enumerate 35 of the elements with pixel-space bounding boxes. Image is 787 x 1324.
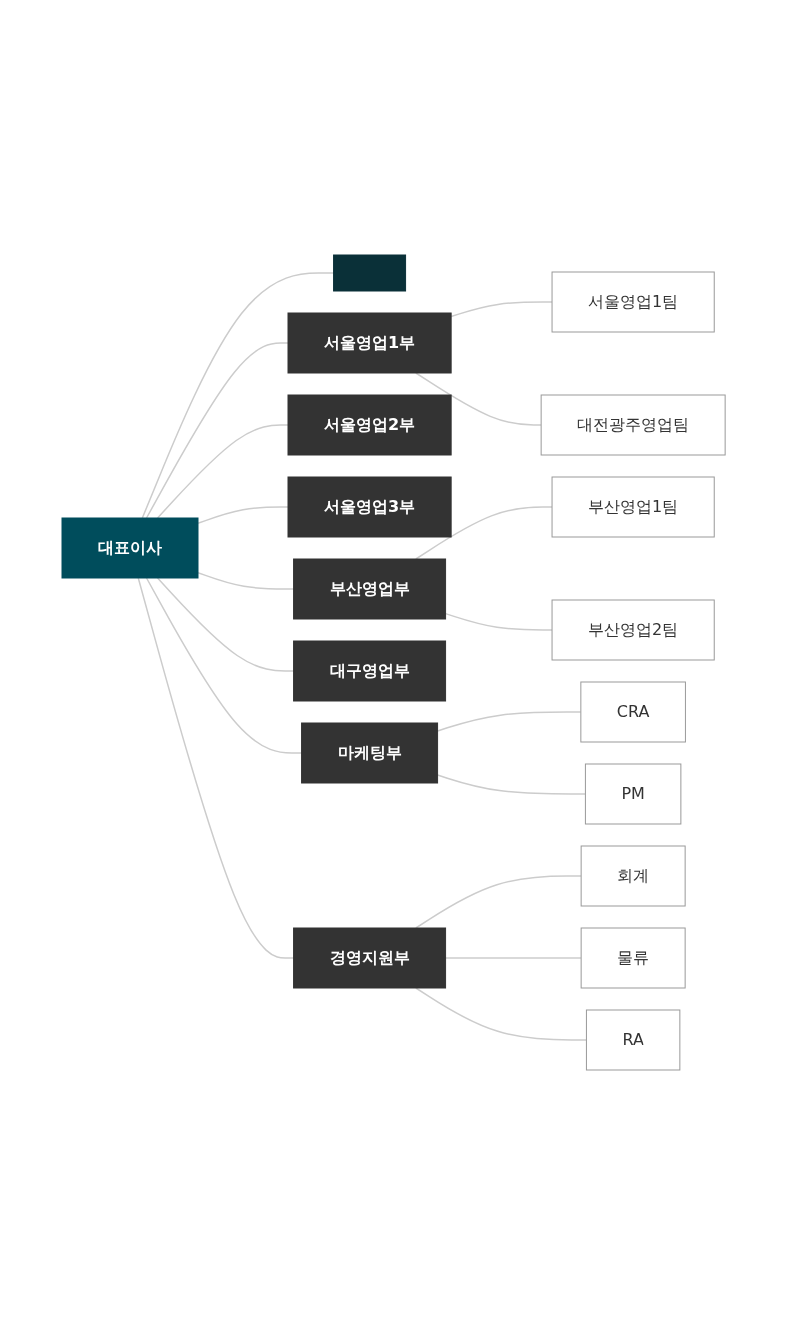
connector bbox=[436, 710, 582, 732]
node-box: 서울영업3부 bbox=[287, 476, 452, 537]
connector bbox=[415, 986, 588, 1041]
node-box: CRA bbox=[580, 681, 686, 742]
connector bbox=[137, 576, 295, 959]
connector bbox=[156, 576, 295, 672]
connector bbox=[145, 341, 289, 519]
connector bbox=[156, 423, 289, 519]
connector bbox=[197, 505, 289, 524]
node-box: 회계 bbox=[580, 845, 686, 906]
connector bbox=[444, 612, 553, 631]
node-box: 마케팅부 bbox=[301, 722, 438, 783]
connector bbox=[141, 271, 335, 519]
node-box: RA bbox=[585, 1009, 681, 1070]
connector bbox=[415, 371, 542, 426]
connector bbox=[145, 576, 303, 754]
node-box: 경영지원부 bbox=[293, 927, 446, 988]
node-box: 대구영업부 bbox=[293, 640, 446, 701]
connector bbox=[436, 773, 587, 795]
node-box: PM bbox=[584, 763, 682, 824]
node-box: 서울영업1부 bbox=[287, 312, 452, 373]
node-box: 물류 bbox=[580, 927, 686, 988]
connector bbox=[450, 300, 553, 317]
node-box: 대전광주영업팀 bbox=[540, 394, 726, 455]
node-box: 대표이사 bbox=[61, 517, 199, 578]
node-box: 서울영업1팀 bbox=[551, 271, 715, 332]
connector bbox=[415, 505, 553, 560]
connector bbox=[197, 571, 295, 590]
node-box: 부산영업부 bbox=[293, 558, 446, 619]
node-box: 부산영업2팀 bbox=[551, 599, 715, 660]
node-box: 부산영업1팀 bbox=[551, 476, 715, 537]
node-box: 서울영업2부 bbox=[287, 394, 452, 455]
connector bbox=[415, 874, 582, 929]
node-box bbox=[333, 254, 406, 291]
connector bbox=[444, 956, 582, 959]
